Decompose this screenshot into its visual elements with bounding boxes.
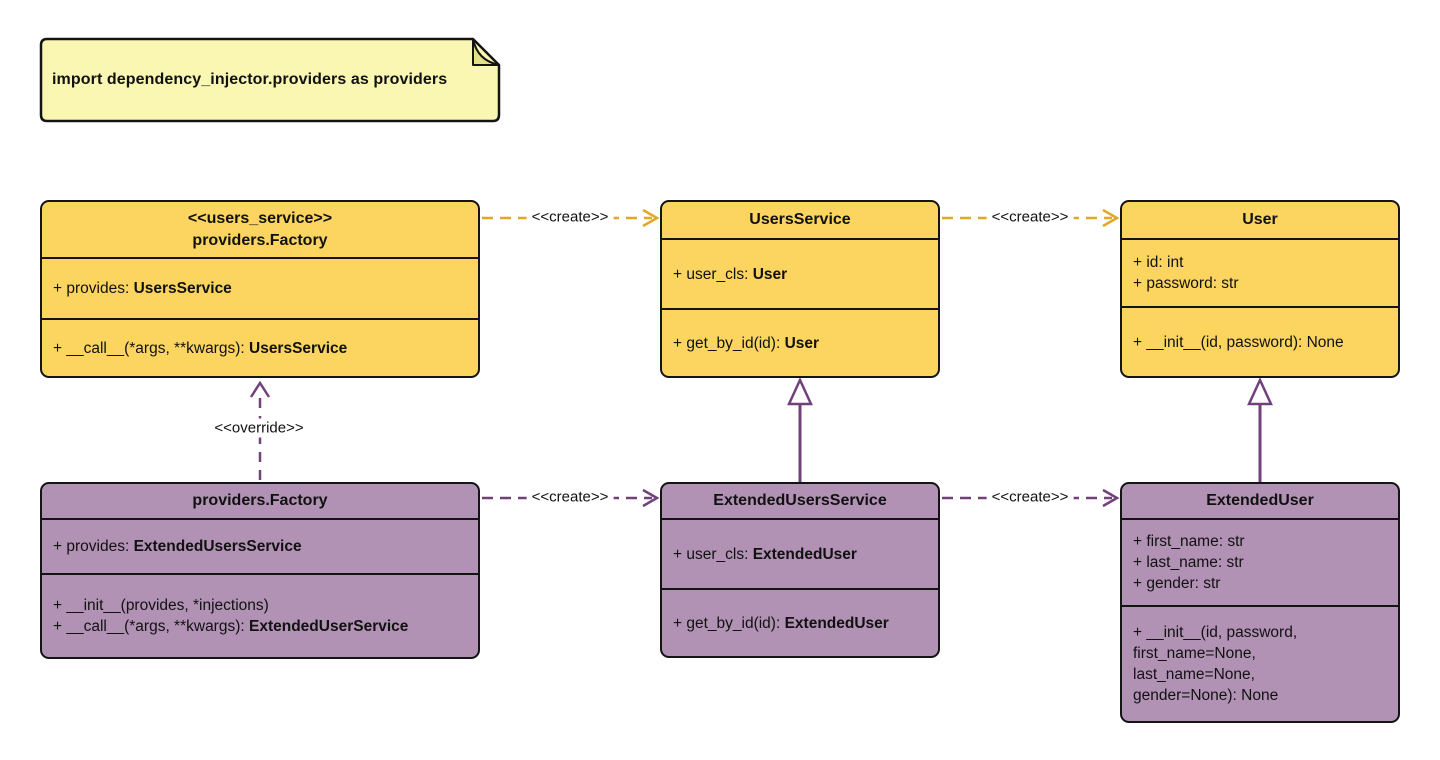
class-title: ExtendedUsersService <box>662 484 938 520</box>
class-factory-extended-users-service: providers.Factory + provides: ExtendedUs… <box>40 482 480 659</box>
class-title: providers.Factory <box>42 484 478 520</box>
class-user: User + id: int+ password: str + __init__… <box>1120 200 1400 378</box>
create-label: <<create>> <box>526 207 614 227</box>
create-label: <<create>> <box>986 487 1074 507</box>
class-methods: + __init__(provides, *injections)+ __cal… <box>53 597 409 635</box>
class-factory-users-service: <<users_service>>providers.Factory + pro… <box>40 200 480 378</box>
inheritance-arrow-extended-users-service-to-users-service <box>787 376 813 482</box>
class-title: <<users_service>>providers.Factory <box>42 202 478 259</box>
note-text: import dependency_injector.providers as … <box>52 71 448 88</box>
class-methods: + __init__(id, password): None <box>1133 333 1344 351</box>
note-shape <box>39 37 501 123</box>
create-label: <<create>> <box>986 207 1074 227</box>
class-attributes: + first_name: str+ last_name: str+ gende… <box>1122 520 1398 607</box>
note-fold-icon <box>472 38 500 66</box>
class-attributes: + id: int+ password: str <box>1122 240 1398 308</box>
class-methods: + __init__(id, password,first_name=None,… <box>1133 624 1298 704</box>
class-attributes: + provides: UsersService <box>42 259 478 320</box>
inheritance-arrow-extended-user-to-user <box>1247 376 1273 482</box>
create-label: <<create>> <box>526 487 614 507</box>
create-arrow-users-service-to-user <box>942 208 1120 228</box>
create-arrow-factory-to-extended-users-service <box>482 488 660 508</box>
class-title: UsersService <box>662 202 938 240</box>
class-attributes: + user_cls: ExtendedUser <box>662 520 938 590</box>
class-users-service: UsersService + user_cls: User + get_by_i… <box>660 200 940 378</box>
create-arrow-factory-to-users-service <box>482 208 660 228</box>
import-note: import dependency_injector.providers as … <box>36 36 506 126</box>
override-arrow-factory-to-factory <box>249 380 271 480</box>
class-extended-users-service: ExtendedUsersService + user_cls: Extende… <box>660 482 940 658</box>
class-extended-user: ExtendedUser + first_name: str+ last_nam… <box>1120 482 1400 723</box>
class-title: User <box>1122 202 1398 240</box>
create-arrow-extended-users-service-to-extended-user <box>942 488 1120 508</box>
override-label: <<override>> <box>209 418 309 438</box>
class-attributes: + user_cls: User <box>662 240 938 310</box>
class-methods: + get_by_id(id): User <box>673 334 820 352</box>
class-title: ExtendedUser <box>1122 484 1398 520</box>
class-methods: + __call__(*args, **kwargs): UsersServic… <box>53 339 348 357</box>
class-attributes: + provides: ExtendedUsersService <box>42 520 478 575</box>
class-methods: + get_by_id(id): ExtendedUser <box>673 614 889 632</box>
